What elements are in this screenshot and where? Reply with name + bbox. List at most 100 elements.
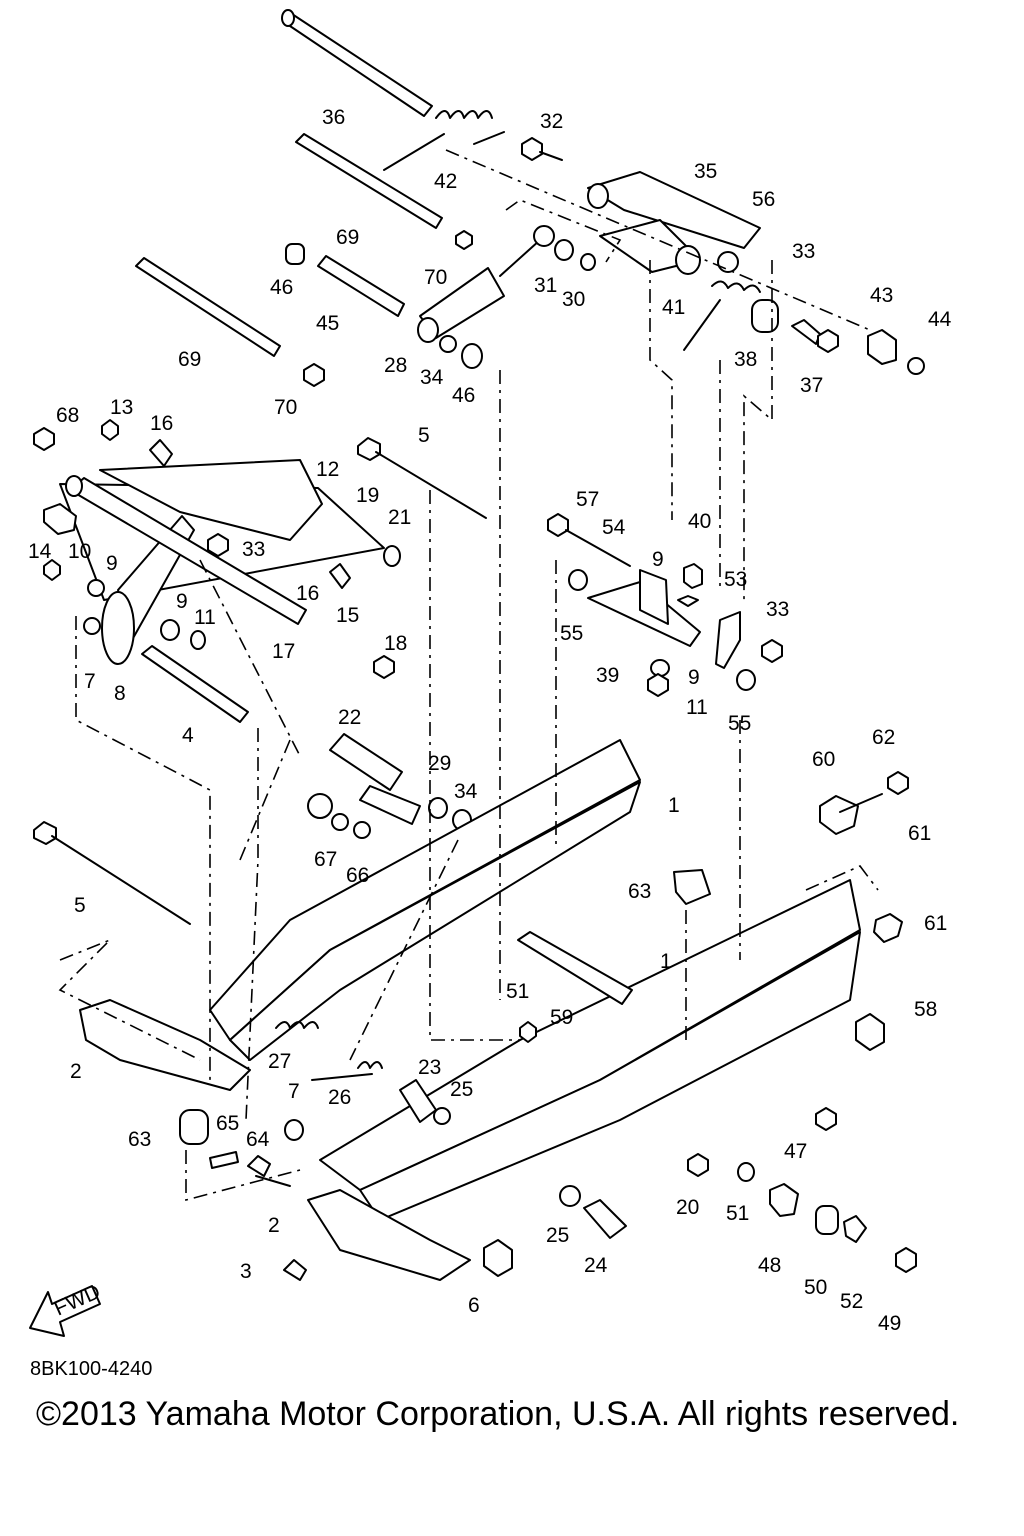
diagram-code: 8BK100-4240 <box>30 1358 153 1380</box>
callout-9: 9 <box>688 666 700 689</box>
callout-17: 17 <box>272 640 295 663</box>
callout-33: 33 <box>242 538 265 561</box>
callout-9: 9 <box>176 590 188 613</box>
shaft-69-upper <box>295 133 443 229</box>
callout-33: 33 <box>792 240 815 263</box>
callout-12: 12 <box>316 458 339 481</box>
callout-29: 29 <box>428 752 451 775</box>
callout-14: 14 <box>28 540 52 563</box>
callout-40: 40 <box>688 510 711 533</box>
callout-54: 54 <box>602 516 626 539</box>
callout-11: 11 <box>194 606 216 629</box>
callout-13: 13 <box>110 396 133 419</box>
callout-9: 9 <box>106 552 118 575</box>
copyright-notice: ©2013 Yamaha Motor Corporation, U.S.A. A… <box>36 1395 960 1433</box>
callout-69: 69 <box>178 348 201 371</box>
front-arm-assembly <box>33 419 401 723</box>
callout-65: 65 <box>216 1112 239 1135</box>
callout-7: 7 <box>288 1080 300 1103</box>
spring-42 <box>383 110 505 171</box>
callout-18: 18 <box>384 632 407 655</box>
callout-15: 15 <box>336 604 359 627</box>
callout-42: 42 <box>434 170 457 193</box>
callout-8: 8 <box>114 682 126 705</box>
callout-60: 60 <box>812 748 835 771</box>
callout-68: 68 <box>56 404 79 427</box>
callout-44: 44 <box>928 308 952 331</box>
callout-55: 55 <box>728 712 751 735</box>
callout-46: 46 <box>270 276 293 299</box>
callout-5: 5 <box>418 424 430 447</box>
rear-arm-assembly <box>547 513 783 697</box>
callout-63: 63 <box>128 1128 151 1151</box>
callout-1: 1 <box>668 794 680 817</box>
callout-53: 53 <box>724 568 747 591</box>
callout-69: 69 <box>336 226 359 249</box>
callout-3: 3 <box>240 1260 252 1283</box>
long-bolt-5 <box>33 437 487 925</box>
callout-25: 25 <box>450 1078 473 1101</box>
callout-41: 41 <box>662 296 685 319</box>
callout-31: 31 <box>534 274 557 297</box>
callout-33: 33 <box>766 598 789 621</box>
callout-24: 24 <box>584 1254 608 1277</box>
callout-34: 34 <box>454 780 478 803</box>
callout-49: 49 <box>878 1312 901 1335</box>
bolts-top <box>303 137 596 387</box>
shaft-36 <box>281 9 433 117</box>
callout-11: 11 <box>686 696 708 719</box>
callout-61: 61 <box>924 912 947 935</box>
right-rail <box>307 771 909 1281</box>
callout-1: 1 <box>660 950 672 973</box>
callout-59: 59 <box>550 1006 573 1029</box>
spacer-parts-22 <box>307 733 472 839</box>
callout-55: 55 <box>560 622 583 645</box>
callout-43: 43 <box>870 284 893 307</box>
callout-70: 70 <box>274 396 297 419</box>
callout-7: 7 <box>84 670 96 693</box>
callout-64: 64 <box>246 1128 270 1151</box>
callout-38: 38 <box>734 348 757 371</box>
callout-32: 32 <box>540 110 563 133</box>
callout-57: 57 <box>576 488 599 511</box>
callout-67: 67 <box>314 848 337 871</box>
shaft-69-lower <box>135 257 281 357</box>
callout-16: 16 <box>150 412 173 435</box>
callout-34: 34 <box>420 366 444 389</box>
arm-assembly-35 <box>587 171 925 375</box>
callout-35: 35 <box>694 160 717 183</box>
callout-28: 28 <box>384 354 407 377</box>
fwd-arrow-icon <box>29 1285 101 1337</box>
callout-21: 21 <box>388 506 411 529</box>
leader-lines <box>58 149 879 1202</box>
callout-39: 39 <box>596 664 619 687</box>
lower-hardware <box>179 1021 917 1281</box>
callout-26: 26 <box>328 1086 351 1109</box>
callout-27: 27 <box>268 1050 291 1073</box>
callout-63: 63 <box>628 880 651 903</box>
callout-22: 22 <box>338 706 361 729</box>
callout-19: 19 <box>356 484 379 507</box>
callout-4: 4 <box>182 724 194 747</box>
callout-70: 70 <box>424 266 447 289</box>
callout-56: 56 <box>752 188 775 211</box>
callout-25: 25 <box>546 1224 569 1247</box>
callout-58: 58 <box>914 998 937 1021</box>
callout-23: 23 <box>418 1056 441 1079</box>
callout-50: 50 <box>804 1276 827 1299</box>
callout-6: 6 <box>468 1294 480 1317</box>
callout-2: 2 <box>268 1214 280 1237</box>
callout-46: 46 <box>452 384 475 407</box>
callout-51: 51 <box>726 1202 749 1225</box>
callout-48: 48 <box>758 1254 781 1277</box>
callout-5: 5 <box>74 894 86 917</box>
callout-30: 30 <box>562 288 585 311</box>
left-rail <box>79 739 641 1091</box>
shaft-45 <box>285 243 405 317</box>
callout-36: 36 <box>322 106 345 129</box>
callout-66: 66 <box>346 864 369 887</box>
callout-62: 62 <box>872 726 895 749</box>
callout-20: 20 <box>676 1196 699 1219</box>
